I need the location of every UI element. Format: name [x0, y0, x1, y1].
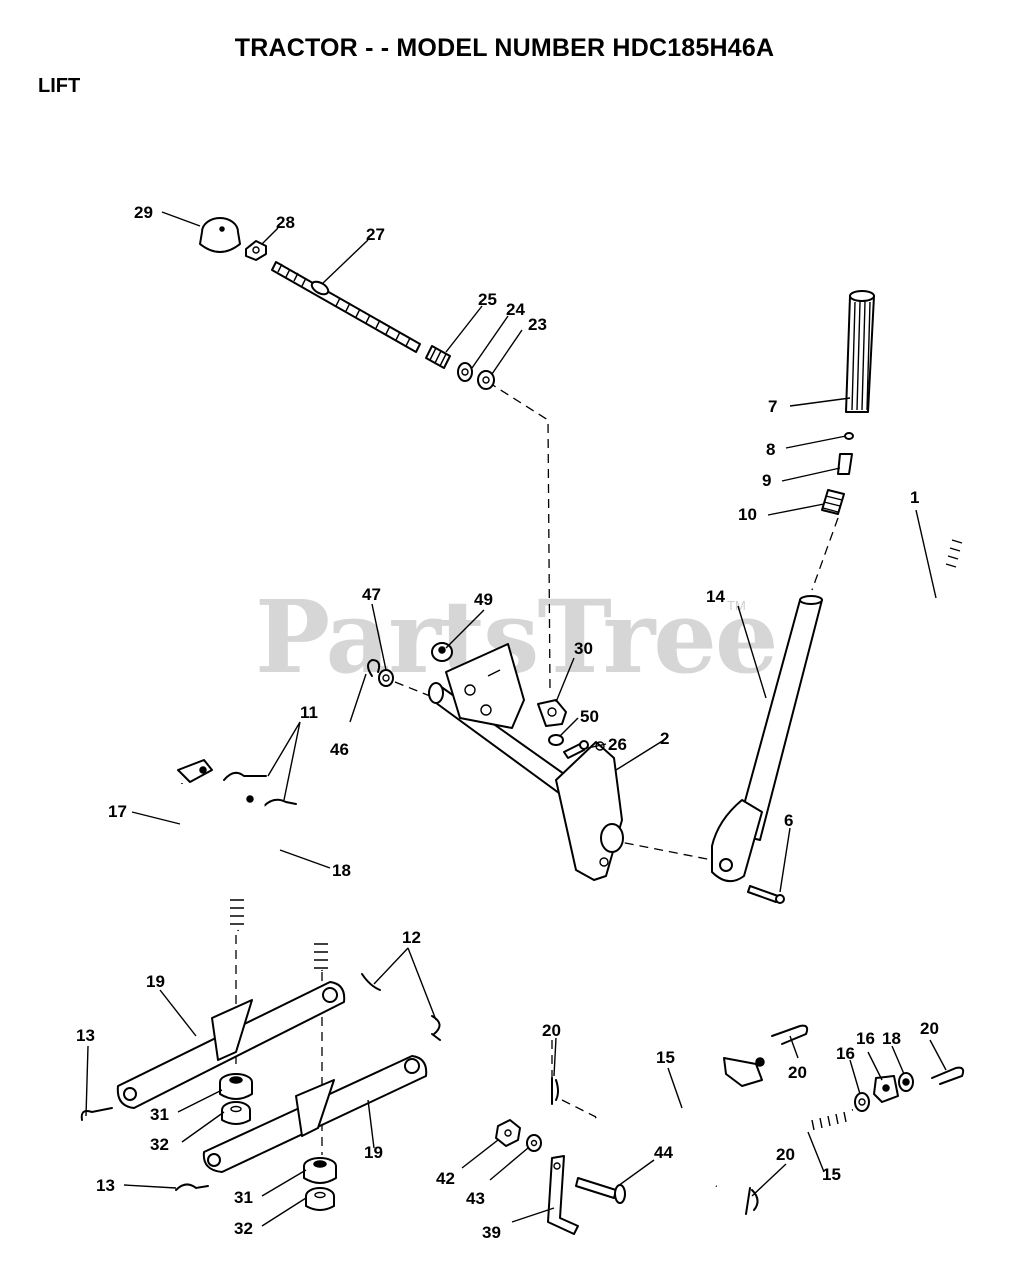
callout-39: 39 [482, 1223, 501, 1242]
callout-24: 24 [506, 300, 525, 319]
callout-17: 16 [856, 1029, 875, 1048]
callout-32-a: 32 [150, 1135, 169, 1154]
bracket-39 [547, 1155, 579, 1235]
section-label: LIFT [38, 75, 81, 97]
lift-link-12 [246, 795, 328, 971]
washer-50 [548, 734, 564, 746]
callout-11: 17 [108, 802, 127, 821]
callout-1: 1 [910, 488, 919, 507]
callout-7: 7 [768, 397, 777, 416]
callout-13-right: 12 [402, 928, 421, 947]
clip-20-left [551, 1077, 559, 1105]
lift-handle-14 [711, 595, 823, 883]
bushing-31-b [303, 1157, 337, 1184]
callout-32-b: 32 [234, 1219, 253, 1238]
clip-20-right [931, 1066, 965, 1085]
callout-19-upper: 19 [146, 972, 165, 991]
nut-23 [477, 370, 495, 390]
callout-49: 49 [474, 590, 493, 609]
clip-20-upper [771, 1024, 809, 1045]
spring-25 [425, 345, 451, 369]
washer-43 [526, 1134, 542, 1152]
callout-23: 23 [528, 315, 547, 334]
callout-27: 27 [366, 225, 385, 244]
bolt-44 [575, 1177, 626, 1204]
nut-32-b [305, 1187, 335, 1211]
callout-44: 44 [654, 1143, 673, 1162]
lift-shaft-2 [428, 643, 624, 881]
callout-30: 30 [574, 639, 593, 658]
screw-26 [563, 740, 589, 759]
callout-29: 29 [134, 203, 153, 222]
callout-13-bottom: 13 [96, 1176, 115, 1195]
callout-15-upper: 15 [656, 1048, 675, 1067]
callout-43: 43 [466, 1189, 485, 1208]
washer-24 [457, 362, 473, 382]
callout-19-lower: 19 [364, 1143, 383, 1162]
callout-labels: 29 28 27 25 24 23 7 8 9 10 1 14 47 49 30… [76, 203, 939, 1242]
clip-13-right [361, 973, 441, 1041]
callout-10: 10 [738, 505, 757, 524]
lift-arm-19-upper [116, 981, 346, 1109]
callout-13-left: 13 [76, 1026, 95, 1045]
clip-13-top-b [263, 798, 297, 807]
nut-28 [245, 240, 267, 261]
callout-2: 2 [660, 729, 669, 748]
trademark-mark: TM [727, 598, 746, 613]
leader-lines [85, 211, 947, 1227]
callout-15-lower: 15 [822, 1165, 841, 1184]
callout-31-b: 31 [234, 1188, 253, 1207]
page-title: TRACTOR - - MODEL NUMBER HDC185H46A [234, 34, 775, 62]
callout-20-bottom: 20 [776, 1145, 795, 1164]
clip-13-left [80, 1107, 113, 1121]
callout-6: 6 [784, 811, 793, 830]
callout-13-top: 11 [300, 703, 318, 722]
callout-8: 8 [766, 440, 775, 459]
ball-joint-30 [537, 699, 567, 727]
lift-rod-15-upper [594, 1057, 765, 1133]
callout-25: 25 [478, 290, 497, 309]
spacer-8 [844, 432, 854, 440]
callout-18: 18 [882, 1029, 901, 1048]
clip-13-top-a [223, 771, 267, 781]
clip-46 [367, 658, 381, 677]
handle-grip-7 [845, 290, 875, 413]
callout-50: 50 [580, 707, 599, 726]
bolt-6 [747, 885, 785, 904]
nut-32-a [221, 1101, 251, 1125]
nut-16 [854, 1092, 870, 1112]
lift-rod-15-lower [701, 1108, 853, 1188]
callout-20-right: 20 [920, 1019, 939, 1038]
clip-13-bottom [175, 1183, 209, 1191]
threaded-rod-27 [271, 261, 421, 353]
callout-31-a: 31 [150, 1105, 169, 1124]
callout-20-upper: 20 [788, 1063, 807, 1082]
washer-47 [378, 669, 394, 687]
clip-20-bottom [745, 1187, 759, 1215]
pin-9 [837, 453, 853, 475]
callout-16: 16 [836, 1044, 855, 1063]
callout-20-left: 20 [542, 1021, 561, 1040]
nut-42 [495, 1119, 521, 1147]
callout-42: 42 [436, 1169, 455, 1188]
callout-12: 18 [332, 861, 351, 880]
callout-47: 47 [362, 585, 381, 604]
knob-29 [199, 217, 241, 253]
callout-26: 26 [608, 735, 627, 754]
callout-14: 14 [706, 587, 725, 606]
callout-9: 9 [762, 471, 771, 490]
bushing-31-a [219, 1073, 253, 1100]
lift-link-11 [177, 759, 244, 931]
washer-18 [898, 1072, 914, 1092]
spring-10 [821, 489, 845, 515]
callout-46: 46 [330, 740, 349, 759]
lift-arm-19-lower [202, 1055, 428, 1173]
callout-28: 28 [276, 213, 295, 232]
lift-rod-1 [819, 525, 963, 761]
trunnion-17 [873, 1075, 899, 1103]
